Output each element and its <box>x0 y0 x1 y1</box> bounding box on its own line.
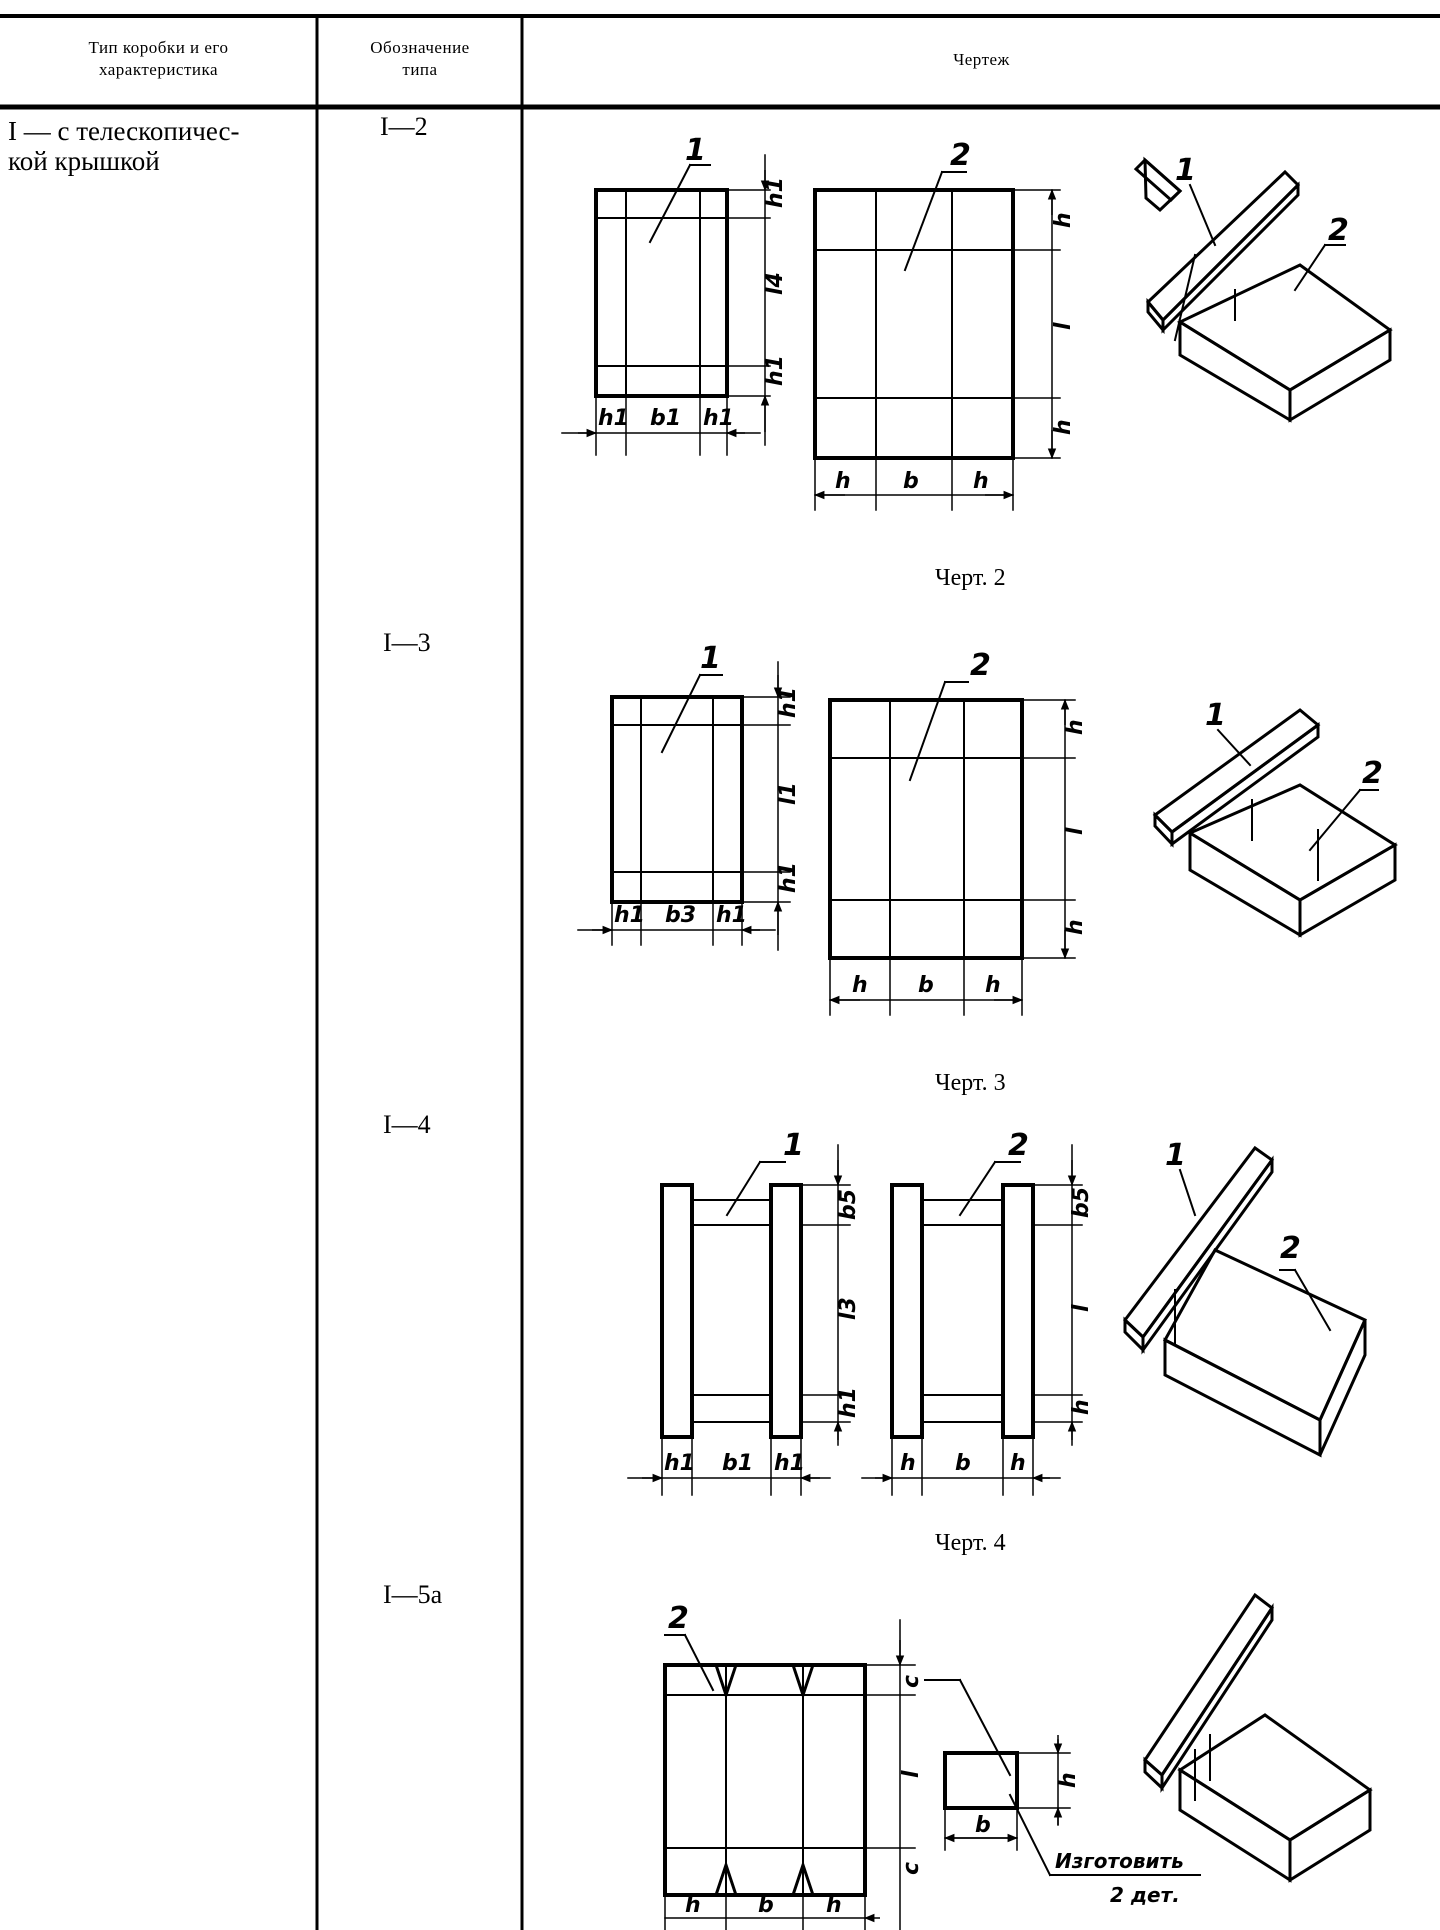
lid-label: 1 <box>1175 153 1196 188</box>
svg-text:h1: h1 <box>598 406 629 431</box>
svg-text:2 дет.: 2 дет. <box>1110 1883 1180 1907</box>
svg-text:h: h <box>973 469 989 494</box>
svg-text:c: c <box>899 1862 924 1875</box>
svg-text:b3: b3 <box>665 903 696 928</box>
svg-text:l: l <box>1063 827 1088 835</box>
svg-text:h: h <box>1056 1772 1081 1788</box>
svg-text:b: b <box>918 973 934 998</box>
box-label: 2 <box>950 138 971 173</box>
svg-text:h1: h1 <box>716 903 747 928</box>
isometric-box-4 <box>1122 1145 1367 1458</box>
box-blank-4 <box>861 1144 1083 1496</box>
svg-text:b: b <box>955 1451 971 1476</box>
svg-text:h: h <box>826 1893 842 1918</box>
header-drawing: Чертеж <box>953 50 1010 69</box>
header-type: Тип коробки и его характеристика <box>88 38 229 79</box>
drawing-4 <box>627 1144 1367 1496</box>
box-blank-2 <box>813 170 1061 511</box>
svg-text:1: 1 <box>1165 1138 1186 1173</box>
drawing-caption: Черт. 2 <box>935 565 1006 591</box>
svg-text:b1: b1 <box>650 406 681 431</box>
lid-label: 1 <box>685 133 706 168</box>
svg-text:h1: h1 <box>836 1387 861 1418</box>
svg-text:h: h <box>900 1451 916 1476</box>
svg-text:1: 1 <box>1205 698 1226 733</box>
drawing-caption: Черт. 4 <box>935 1530 1006 1556</box>
svg-text:2: 2 <box>1362 756 1383 791</box>
drawing-5a <box>663 1592 1373 1930</box>
svg-text:h1: h1 <box>664 1451 695 1476</box>
svg-text:l: l <box>1069 1304 1094 1312</box>
designation-code: I—5а <box>383 1580 443 1609</box>
box-blank-5a <box>663 1619 916 1930</box>
header-designation: Обозначение типа <box>370 38 470 79</box>
box-label: 2 <box>1328 213 1349 248</box>
designation-code: I—3 <box>383 628 431 657</box>
designation-code: I—2 <box>380 112 428 141</box>
svg-text:l1: l1 <box>776 782 801 805</box>
svg-text:2: 2 <box>1280 1231 1301 1266</box>
svg-text:b1: b1 <box>722 1451 753 1476</box>
svg-text:1: 1 <box>700 641 721 676</box>
svg-text:h1: h1 <box>776 687 801 718</box>
svg-text:h: h <box>1051 212 1076 228</box>
svg-text:l: l <box>1051 322 1076 330</box>
lid-blank-4 <box>627 1144 851 1496</box>
svg-text:h1: h1 <box>703 406 734 431</box>
svg-text:h: h <box>852 973 868 998</box>
svg-text:h: h <box>1063 919 1088 935</box>
svg-text:h1: h1 <box>774 1451 805 1476</box>
svg-text:h1: h1 <box>776 862 801 893</box>
svg-text:Изготовить: Изготовить <box>1055 1849 1184 1873</box>
isometric-box-3 <box>1152 708 1398 938</box>
svg-text:h: h <box>835 469 851 494</box>
svg-text:2: 2 <box>668 1601 689 1636</box>
svg-text:l4: l4 <box>763 272 788 295</box>
svg-text:h: h <box>985 973 1001 998</box>
svg-text:h: h <box>1010 1451 1026 1476</box>
svg-text:h: h <box>1069 1399 1094 1415</box>
svg-text:h: h <box>685 1893 701 1918</box>
svg-text:2: 2 <box>970 648 991 683</box>
box-type-description: I — с телескопичес- кой крышкой <box>8 116 240 176</box>
svg-text:2: 2 <box>1008 1128 1029 1163</box>
isometric-box-5a <box>1143 1592 1373 1883</box>
svg-text:b5: b5 <box>1069 1187 1094 1218</box>
svg-text:h: h <box>1063 719 1088 735</box>
svg-text:1: 1 <box>783 1128 804 1163</box>
svg-text:b: b <box>975 1813 991 1838</box>
svg-text:h1: h1 <box>763 177 788 208</box>
svg-text:l: l <box>899 1770 924 1778</box>
isometric-box-2 <box>1133 156 1393 423</box>
drawing-3 <box>577 661 1398 1016</box>
svg-text:c: c <box>899 1675 924 1688</box>
box-blank-3 <box>828 680 1076 1016</box>
svg-text:b: b <box>758 1893 774 1918</box>
svg-text:b5: b5 <box>836 1189 861 1220</box>
svg-text:b: b <box>903 469 919 494</box>
svg-text:h: h <box>1051 419 1076 435</box>
designation-code: I—4 <box>383 1110 431 1139</box>
svg-text:l3: l3 <box>836 1297 861 1320</box>
svg-text:h1: h1 <box>763 355 788 386</box>
drawing-2 <box>561 154 1393 511</box>
drawing-caption: Черт. 3 <box>935 1070 1006 1096</box>
svg-text:h1: h1 <box>614 903 645 928</box>
